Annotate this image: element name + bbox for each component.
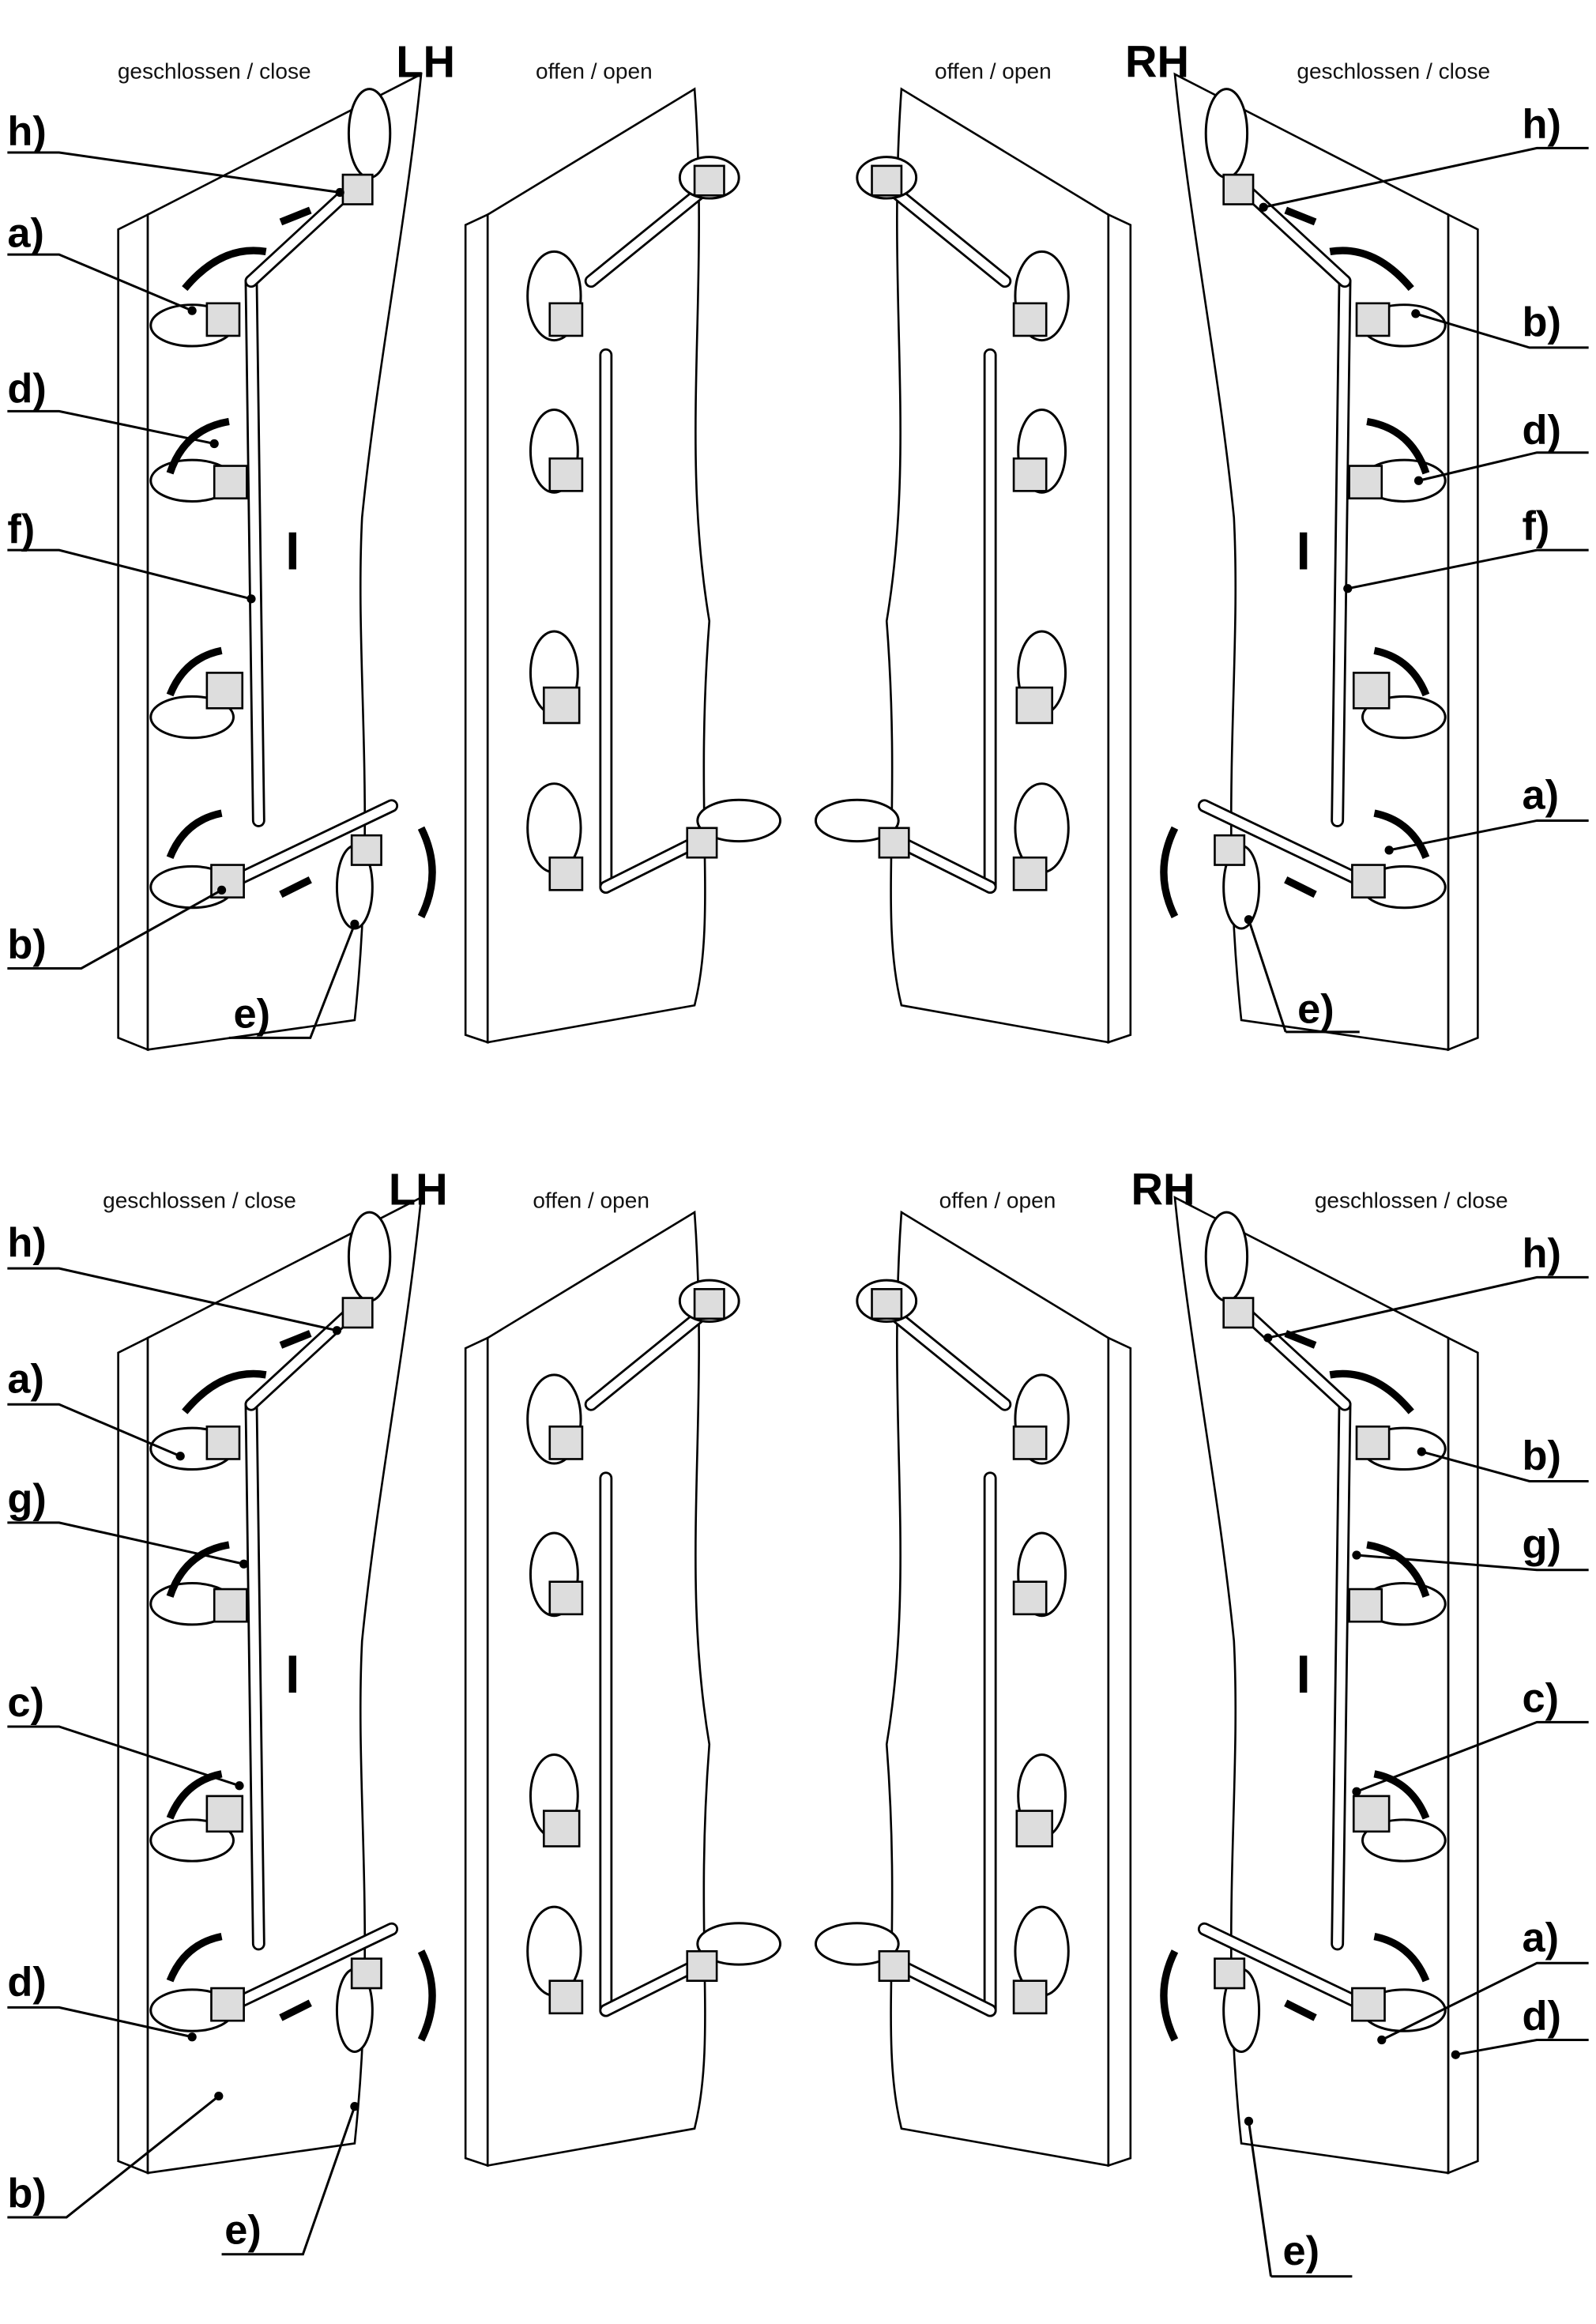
- panel-rh-closed-top: [1164, 74, 1477, 1049]
- header-rh-open: offen / open: [935, 59, 1052, 84]
- callout-a-2: a): [7, 1356, 44, 1402]
- panel-rh-open-top: [815, 89, 1130, 1042]
- callout-h-rh: h): [1522, 101, 1560, 147]
- callout-f-rh: f): [1522, 503, 1549, 549]
- callout-e: e): [234, 991, 271, 1037]
- callout-e-2: e): [224, 2208, 262, 2254]
- callout-c-rh-2: c): [1522, 1675, 1559, 1721]
- leader-lines: [7, 146, 1589, 2278]
- callout-h-2: h): [7, 1220, 46, 1266]
- callout-d: d): [7, 366, 46, 412]
- panel-lh-open-top: [465, 89, 780, 1042]
- panel-lh-open-bottom: [465, 1212, 780, 2165]
- callout-a-rh-2: a): [1522, 1915, 1559, 1961]
- callout-d-rh-2: d): [1522, 1993, 1560, 2039]
- callout-b-rh: b): [1522, 299, 1560, 345]
- callout-g-2: g): [7, 1476, 46, 1522]
- panel-rh-open-bottom: [815, 1212, 1130, 2165]
- panel-rh-closed-bottom: [1164, 1197, 1477, 2172]
- header-rh-2: RH: [1131, 1165, 1195, 1215]
- callout-f: f): [7, 507, 35, 552]
- header-lh-closed-2: geschlossen / close: [103, 1188, 296, 1212]
- callout-a: a): [7, 211, 44, 257]
- callout-g-rh-2: g): [1522, 1522, 1560, 1568]
- header-lh-open-2: offen / open: [533, 1188, 649, 1212]
- panel-lh-closed-bottom: [119, 1197, 432, 2172]
- callout-e-rh: e): [1297, 987, 1334, 1033]
- header-rh-closed: geschlossen / close: [1297, 59, 1490, 84]
- header-lh-open: offen / open: [536, 59, 653, 84]
- callout-c-2: c): [7, 1680, 44, 1726]
- panel-lh-closed-top: [119, 74, 432, 1049]
- header-lh-closed: geschlossen / close: [118, 59, 311, 84]
- callout-b-2: b): [7, 2171, 46, 2217]
- callout-a-rh: a): [1522, 772, 1559, 818]
- header-lh-2: LH: [389, 1165, 448, 1215]
- callout-h-rh-2: h): [1522, 1230, 1560, 1276]
- callout-d-2: d): [7, 1959, 46, 2005]
- callout-b: b): [7, 921, 46, 967]
- callout-e-rh-2: e): [1282, 2228, 1319, 2274]
- callout-d-rh: d): [1522, 408, 1560, 454]
- header-lh: LH: [396, 37, 455, 87]
- header-rh-closed-2: geschlossen / close: [1315, 1188, 1508, 1212]
- header-rh: RH: [1125, 37, 1189, 87]
- callout-h: h): [7, 109, 46, 155]
- header-rh-open-2: offen / open: [939, 1188, 1056, 1212]
- callout-b-rh-2: b): [1522, 1433, 1560, 1479]
